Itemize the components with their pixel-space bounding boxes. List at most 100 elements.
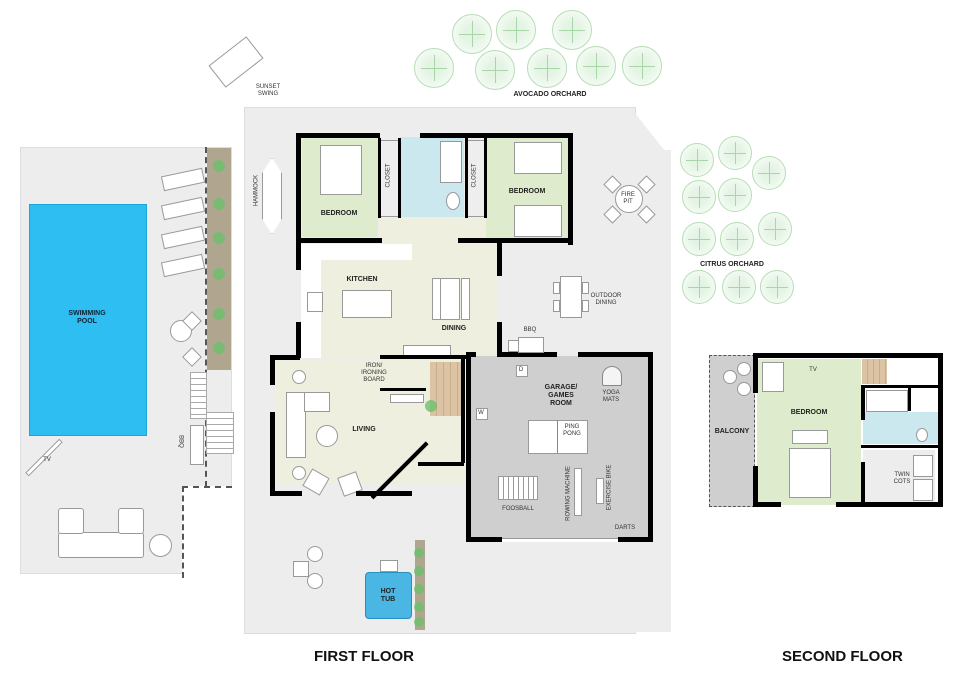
washer-icon — [476, 408, 488, 420]
wall — [618, 537, 653, 542]
bed-icon — [514, 205, 562, 237]
sofa-icon — [286, 392, 306, 458]
patio-chair-icon — [307, 573, 323, 589]
kitchen-label: KITCHEN — [346, 276, 378, 283]
wall — [753, 502, 781, 507]
plant-icon — [414, 548, 424, 558]
sofa-back-icon — [304, 392, 330, 412]
tree-icon — [452, 14, 492, 54]
wall — [418, 462, 464, 466]
toilet-icon — [916, 428, 928, 442]
wall — [466, 537, 502, 542]
swimming-pool-label: SWIMMING POOL — [68, 310, 106, 325]
garage-door[interactable] — [502, 538, 618, 542]
chair-icon — [582, 300, 589, 312]
ottoman-icon — [149, 534, 172, 557]
tree-icon — [496, 10, 536, 50]
pool-deck-white-notch — [182, 486, 232, 578]
tree-icon — [552, 10, 592, 50]
tree-icon — [758, 212, 792, 246]
first-floor-title: FIRST FLOOR — [314, 648, 414, 665]
hot-tub-label: HOT TUB — [380, 588, 396, 603]
twin-cots-label: TWIN COTS — [893, 472, 911, 485]
dining-table-icon — [440, 278, 460, 320]
wall — [270, 355, 300, 360]
wall — [497, 240, 502, 276]
citrus-orchard-label: CITRUS ORCHARD — [700, 261, 764, 268]
plant-icon — [414, 584, 424, 594]
wall — [465, 138, 468, 218]
tree-icon — [680, 143, 714, 177]
closet-east-label: CLOSET — [471, 163, 478, 188]
tree-icon — [622, 46, 662, 86]
balcony-chair-icon — [737, 362, 751, 376]
ping-pong-label: PING PONG — [563, 424, 581, 437]
bbq-side-icon — [508, 340, 519, 352]
wall — [497, 352, 557, 357]
iron-board-label: IRON/ IRONING BOARD — [361, 363, 387, 383]
ping-pong-net — [557, 420, 558, 453]
wall — [296, 238, 382, 243]
stairs-icon — [190, 372, 207, 419]
wall — [296, 133, 301, 241]
wall — [568, 133, 573, 245]
chair-icon — [553, 300, 560, 312]
ironing-board-icon — [390, 394, 424, 403]
pool-deck-divider — [205, 147, 207, 487]
cot-icon — [913, 455, 933, 477]
bbq-icon — [518, 337, 544, 353]
wall — [578, 352, 652, 357]
chair-icon — [582, 282, 589, 294]
wall — [380, 388, 426, 391]
wall — [296, 322, 301, 358]
ping-pong-table-icon — [528, 420, 588, 454]
rowing-machine-label: ROWING MACHINE — [565, 466, 572, 521]
bench-icon — [461, 278, 470, 320]
exercise-bike-label: EXERCISE BIKE — [606, 464, 613, 511]
bed-icon — [789, 448, 831, 498]
plant-icon — [213, 308, 225, 320]
tree-icon — [682, 222, 716, 256]
wall — [484, 138, 487, 218]
tv-label: TV — [809, 367, 817, 373]
tree-icon — [760, 270, 794, 304]
sunset-swing-label: SUNSET SWING — [255, 84, 281, 97]
wall — [466, 352, 476, 357]
bedroom-east-label: BEDROOM — [508, 188, 546, 195]
patio-chair-icon — [307, 546, 323, 562]
wall — [296, 133, 380, 138]
foosball-table-icon — [498, 476, 538, 500]
tree-icon — [475, 50, 515, 90]
sink-icon — [307, 292, 323, 312]
outdoor-dining-table-icon — [560, 276, 582, 318]
headboard-icon — [792, 430, 828, 444]
rowing-machine-icon — [574, 468, 582, 516]
tv-outdoor-label: TV — [43, 457, 51, 463]
desk-icon — [762, 362, 784, 392]
wall — [398, 138, 401, 218]
wall — [938, 353, 943, 506]
wall — [861, 385, 943, 388]
bbq-east-label: BBQ — [523, 327, 537, 333]
terrace-bottom-east — [630, 540, 671, 632]
kitchen-island-icon — [342, 290, 392, 318]
hammock-icon — [262, 158, 282, 234]
chair-icon — [553, 282, 560, 294]
sunset-swing-icon — [208, 36, 264, 88]
cot-icon — [913, 479, 933, 501]
tree-icon — [576, 46, 616, 86]
washer-label: W — [478, 410, 484, 416]
wall — [466, 352, 471, 542]
bed-icon — [320, 145, 362, 195]
wall — [836, 502, 943, 507]
wall — [648, 352, 653, 542]
wall — [270, 491, 302, 496]
plant-icon — [213, 268, 225, 280]
foosball-label: FOOSBALL — [502, 506, 534, 512]
hallway — [380, 217, 486, 241]
kitchen-counter-top — [320, 244, 412, 260]
hot-tub — [365, 572, 412, 619]
outdoor-sofa-icon — [58, 532, 144, 558]
wall — [270, 355, 275, 385]
wall — [420, 133, 572, 138]
